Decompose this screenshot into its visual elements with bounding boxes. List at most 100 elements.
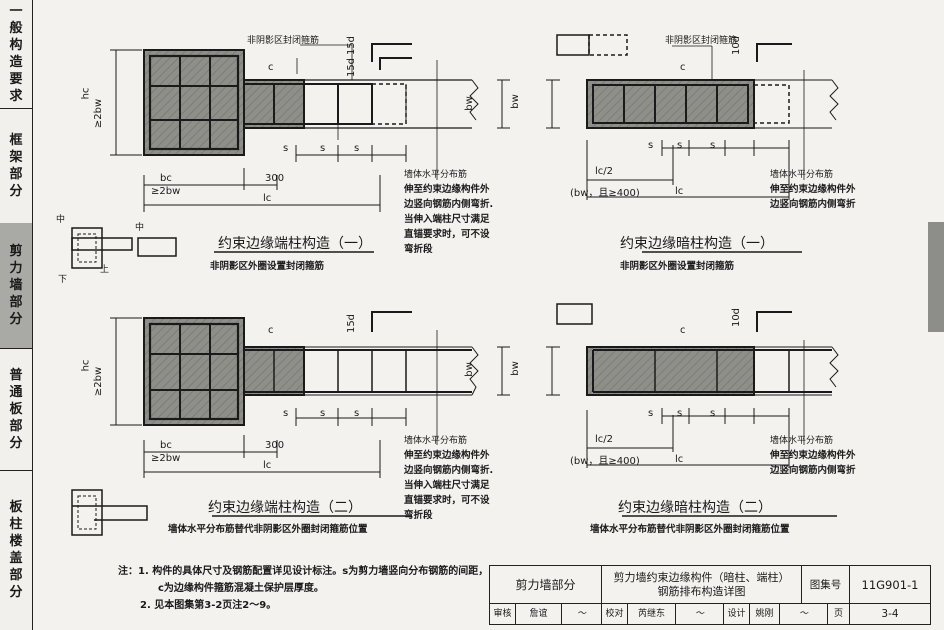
dim-c: c	[268, 62, 274, 73]
tb-drawing-title: 剪力墙约束边缘构件（暗柱、端柱）钢筋排布构造详图	[602, 566, 802, 604]
key-mid: 中	[135, 223, 145, 233]
dim-300: 300	[265, 440, 285, 451]
sidebar-section-label: 普通板部分	[9, 367, 23, 451]
dim-300: 300	[265, 173, 285, 184]
dim-c: c	[680, 325, 686, 336]
dim-bw: bw	[463, 96, 475, 111]
subtitle-boundary-column-1: 非阴影区外圈设置封闭箍筋	[620, 261, 735, 272]
tb-atlas-no: 11G901-1	[850, 566, 930, 604]
callout-wall-bar: 墙体水平分布筋	[770, 170, 834, 180]
dim-15d: 15d	[346, 57, 358, 78]
note-bl: 伸至约束边缘构件外边竖向钢筋内侧弯折.当伸入端柱尺寸满足直锚要求时，可不设弯折段	[404, 450, 494, 521]
end-column-shaded	[143, 49, 245, 156]
dim-2bw-b: ≥2bw	[151, 186, 181, 197]
dim-s: s	[354, 143, 360, 154]
callout-closed-stirrup: 非阴影区封闭箍筋	[247, 36, 320, 46]
dim-hc: hc	[80, 87, 92, 100]
tb-reviewer-signature: ～	[562, 604, 602, 624]
dim-c: c	[680, 62, 686, 73]
dim-c: c	[268, 325, 274, 336]
dim-15d: 15d	[346, 35, 358, 56]
dim-2bw-b: ≥2bw	[151, 453, 181, 464]
sidebar-section-label: 剪力墙部分	[9, 244, 23, 327]
dim-s: s	[648, 140, 654, 151]
tb-checker-signature: ～	[676, 604, 724, 624]
tb-atlas-label: 图集号	[802, 566, 850, 604]
callout-wall-bar: 墙体水平分布筋	[404, 170, 468, 180]
tb-reviewer: 詹谊	[516, 604, 562, 624]
key-top: 上	[100, 265, 110, 275]
note-line-3: 2. 见本图集第3-2页注2～9。	[140, 600, 277, 611]
dim-s: s	[320, 143, 326, 154]
dim-15d: 15d	[346, 313, 358, 334]
dim-10d: 10d	[731, 307, 743, 328]
dim-s: s	[677, 408, 683, 419]
note-br: 伸至约束边缘构件外边竖向钢筋内侧弯折	[770, 450, 856, 476]
dim-s: s	[710, 140, 716, 151]
tb-section: 剪力墙部分	[490, 566, 602, 604]
dim-bc: bc	[160, 440, 172, 451]
dim-s: s	[283, 408, 289, 419]
subtitle-boundary-column-2: 墙体水平分布筋替代非阴影区外圈封闭箍筋位置	[590, 524, 790, 535]
tb-page-label: 页	[828, 604, 850, 624]
note-line-1: 注：1. 构件的具体尺寸及钢筋配置详见设计标注。s为剪力墙竖向分布钢筋的间距，	[118, 566, 489, 577]
dim-lc2: lc/2	[595, 166, 614, 177]
note-line-2: c为边缘构件箍筋混凝土保护层厚度。	[158, 583, 324, 594]
key-mid: 中	[56, 215, 66, 225]
title-end-column-1: 约束边缘端柱构造（一）	[218, 236, 372, 252]
sidebar-section-label: 一般构造要求	[9, 4, 23, 104]
dim-bw: bw	[509, 361, 521, 376]
page-edge-tab	[928, 222, 944, 332]
dim-2bw: ≥2bw	[93, 366, 105, 397]
callout-closed-stirrup: 非阴影区封闭箍筋	[665, 36, 738, 46]
sidebar-section-flat-slab[interactable]: 板柱楼盖部分	[0, 470, 32, 630]
dim-lc: lc	[675, 454, 684, 465]
dim-lc: lc	[675, 186, 684, 197]
key-bottom: 下	[58, 275, 68, 285]
tb-checker: 芮继东	[628, 604, 676, 624]
note-tl: 伸至约束边缘构件外边竖向钢筋内侧弯折.当伸入端柱尺寸满足直锚要求时，可不设弯折段	[404, 184, 494, 255]
dim-bw: bw	[463, 362, 475, 377]
sidebar: 一般构造要求 框架部分 剪力墙部分 普通板部分 板柱楼盖部分	[0, 0, 33, 630]
dim-lc2: lc/2	[595, 434, 614, 445]
title-boundary-column-1: 约束边缘暗柱构造（一）	[620, 236, 774, 252]
end-column-shaded-2	[143, 317, 245, 426]
tb-review-label: 审核	[490, 604, 516, 624]
dim-10d: 10d	[731, 35, 743, 56]
dim-s: s	[677, 140, 683, 151]
sidebar-section-general[interactable]: 一般构造要求	[0, 0, 32, 109]
tb-design-label: 设计	[724, 604, 750, 624]
callout-wall-bar: 墙体水平分布筋	[404, 436, 468, 446]
dim-bw: bw	[509, 94, 521, 109]
detail-drawing	[71, 34, 839, 536]
general-notes: 注：1. 构件的具体尺寸及钢筋配置详见设计标注。s为剪力墙竖向分布钢筋的间距， …	[118, 563, 488, 614]
dim-2bw: ≥2bw	[93, 98, 105, 129]
dim-bc: bc	[160, 173, 172, 184]
dim-lc: lc	[263, 193, 272, 204]
sidebar-section-shear-wall[interactable]: 剪力墙部分	[0, 223, 32, 349]
dim-s: s	[710, 408, 716, 419]
subtitle-end-column-1: 非阴影区外圈设置封闭箍筋	[210, 261, 325, 272]
sidebar-section-label: 板柱楼盖部分	[9, 500, 23, 600]
dim-bw400: (bw，且≥400)	[570, 188, 640, 199]
sidebar-section-frame[interactable]: 框架部分	[0, 108, 32, 224]
dim-hc: hc	[80, 359, 92, 372]
sidebar-section-slab[interactable]: 普通板部分	[0, 348, 32, 471]
sidebar-section-label: 框架部分	[9, 132, 23, 199]
dim-s: s	[648, 408, 654, 419]
dim-s: s	[354, 408, 360, 419]
tb-designer-signature: ～	[780, 604, 828, 624]
tb-check-label: 校对	[602, 604, 628, 624]
title-block: 剪力墙部分 剪力墙约束边缘构件（暗柱、端柱）钢筋排布构造详图 图集号 11G90…	[489, 565, 931, 625]
boundary-column-shaded	[586, 79, 755, 129]
title-boundary-column-2: 约束边缘暗柱构造（二）	[618, 500, 772, 516]
dim-lc: lc	[263, 460, 272, 471]
note-tr: 伸至约束边缘构件外边竖向钢筋内侧弯折	[770, 184, 856, 210]
title-end-column-2: 约束边缘端柱构造（二）	[208, 500, 362, 516]
subtitle-end-column-2: 墙体水平分布筋替代非阴影区外圈封闭箍筋位置	[168, 524, 368, 535]
dim-bw400: (bw，且≥400)	[570, 456, 640, 467]
dim-s: s	[283, 143, 289, 154]
tb-page-no: 3-4	[881, 608, 899, 620]
callout-wall-bar: 墙体水平分布筋	[770, 436, 834, 446]
dim-s: s	[320, 408, 326, 419]
